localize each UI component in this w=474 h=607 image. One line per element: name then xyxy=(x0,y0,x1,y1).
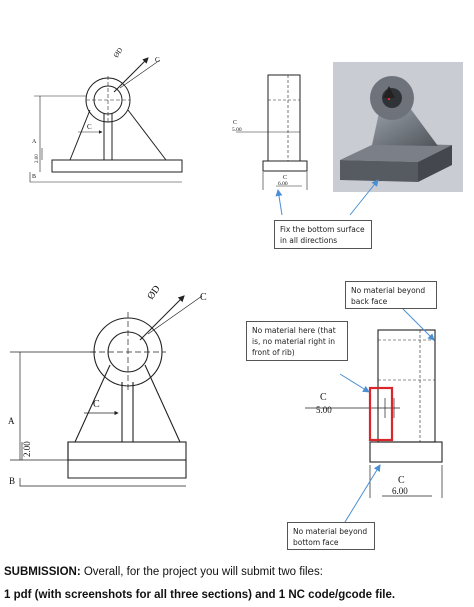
small-a-label: A xyxy=(32,139,37,145)
small-side-width-5: 5.00 xyxy=(232,127,242,133)
small-height-label: 2.00 xyxy=(35,154,40,163)
large-c-label-2: C xyxy=(93,399,100,410)
large-side-width-6: 6.00 xyxy=(392,486,408,496)
note-no-material-here: No material here (that is, no material r… xyxy=(246,321,348,361)
small-side-width-6: 6.00 xyxy=(278,181,288,187)
large-b-label: B xyxy=(9,476,15,486)
small-c-label-2: C xyxy=(87,123,92,131)
note-no-material-bottom-line2: bottom face xyxy=(293,538,339,547)
note-no-material-here-line2: is, no material right in xyxy=(252,337,336,346)
small-c-label: C xyxy=(155,56,160,64)
note-fix-bottom-line1: Fix the bottom surface xyxy=(280,225,365,234)
small-side-c-label: C xyxy=(233,120,237,126)
large-side-view xyxy=(305,329,443,498)
small-side-view xyxy=(236,74,308,190)
note-no-material-bottom-line1: No material beyond xyxy=(293,527,368,536)
note-no-material-bottom: No material beyond bottom face xyxy=(287,522,375,550)
note-no-material-back-line2: back face xyxy=(351,297,388,306)
large-diameter-label: ØD xyxy=(145,284,162,302)
large-a-label: A xyxy=(8,416,15,426)
submission-label: SUBMISSION: xyxy=(4,566,81,578)
note-fix-bottom-line2: in all directions xyxy=(280,236,338,245)
note-no-material-here-line3: front of rib) xyxy=(252,348,295,357)
small-diameter-label: ØD xyxy=(112,46,124,59)
large-c-label: C xyxy=(200,292,207,303)
large-side-c-label-2: C xyxy=(398,475,405,486)
part-3d-render xyxy=(333,62,463,192)
small-b-label: B xyxy=(32,174,36,180)
submission-text: Overall, for the project you will submit… xyxy=(80,566,323,578)
large-side-width-5: 5.00 xyxy=(316,405,332,415)
note-no-material-back: No material beyond back face xyxy=(345,281,437,309)
small-front-view xyxy=(29,57,183,183)
large-side-c-label: C xyxy=(320,392,327,403)
submission-files: 1 pdf (with screenshots for all three se… xyxy=(4,589,396,601)
large-height-label: 2.00 xyxy=(22,441,32,457)
note-no-material-back-line1: No material beyond xyxy=(351,286,426,295)
submission-line: SUBMISSION: Overall, for the project you… xyxy=(4,566,323,578)
note-fix-bottom: Fix the bottom surface in all directions xyxy=(274,220,372,249)
small-side-c-label-2: C xyxy=(283,175,287,181)
large-front-view xyxy=(10,295,203,487)
note-no-material-here-line1: No material here (that xyxy=(252,326,336,335)
highlight-region xyxy=(368,386,394,442)
